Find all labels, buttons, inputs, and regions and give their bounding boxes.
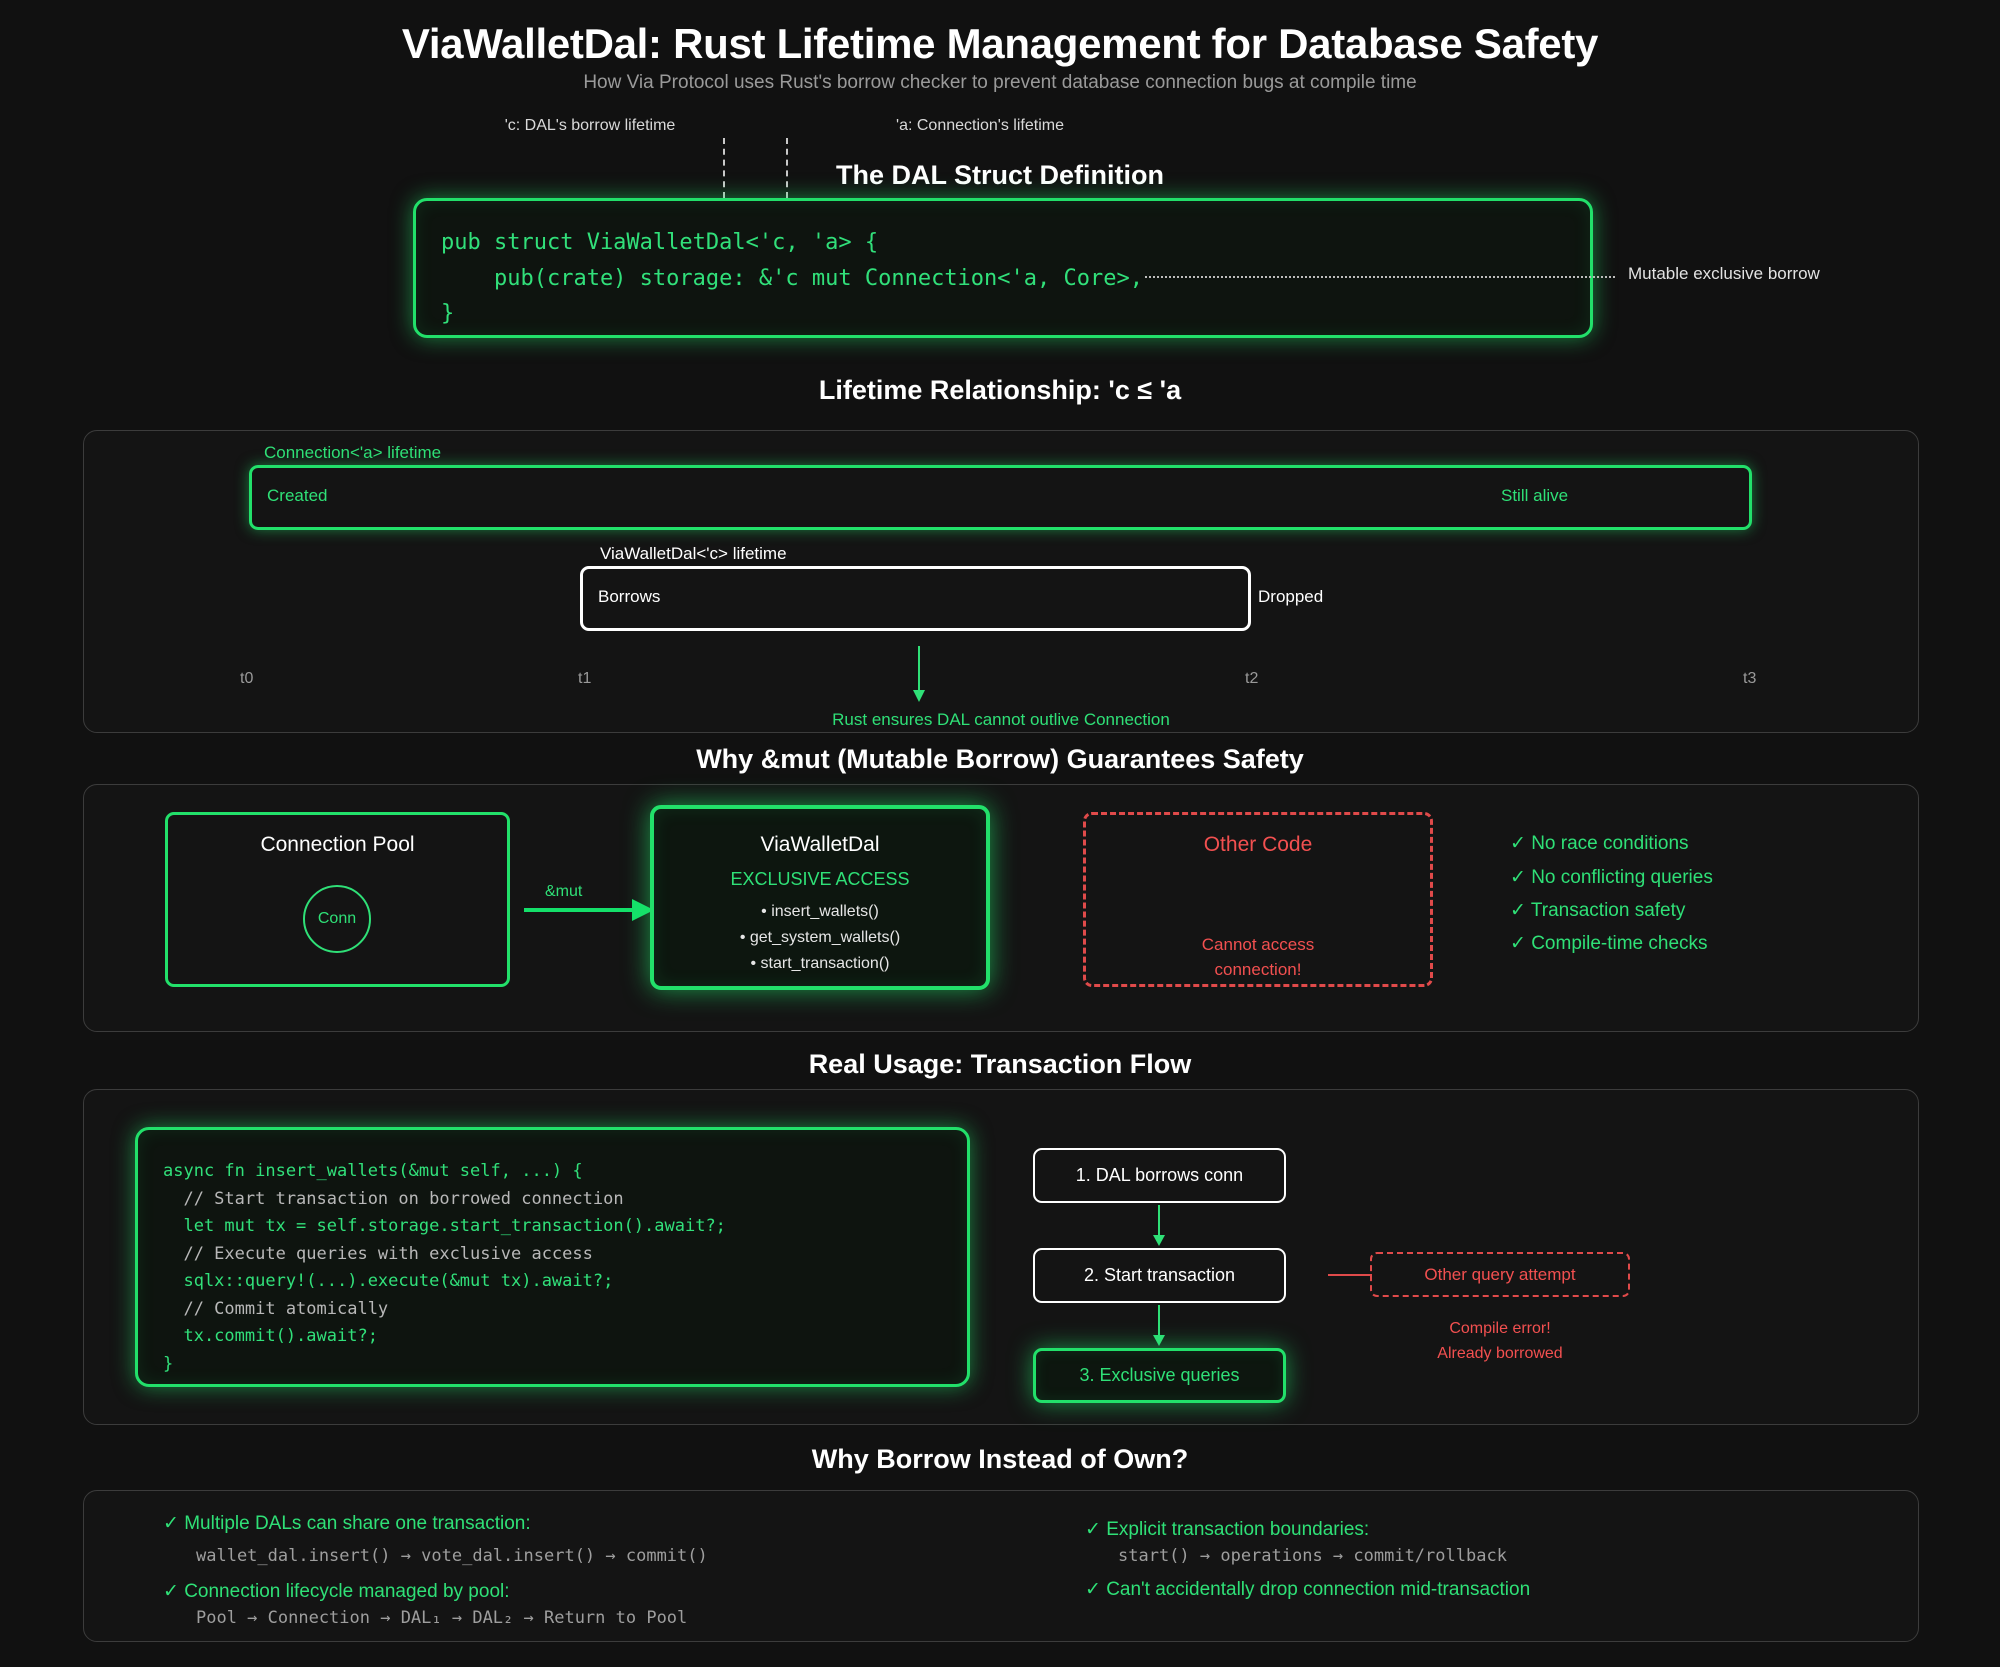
- code-comment: // Commit atomically: [163, 1298, 389, 1319]
- flow-step-2: 2. Start transaction: [1033, 1248, 1286, 1303]
- other-code-title: Other Code: [1203, 833, 1313, 856]
- flow-arrow-icon: [1153, 1205, 1165, 1246]
- benefit-item: ✓ No race conditions: [1510, 833, 1689, 854]
- other-code-message-line1: Cannot access: [1201, 935, 1315, 954]
- flow-arrow-icon: [1153, 1305, 1165, 1346]
- borrow-reason-title: ✓ Multiple DALs can share one transactio…: [163, 1513, 531, 1534]
- page-subtitle: How Via Protocol uses Rust's borrow chec…: [583, 72, 1417, 93]
- callout-a-lifetime: 'a: Connection's lifetime: [896, 117, 1064, 134]
- code-comment: // Start transaction on borrowed connect…: [163, 1188, 624, 1209]
- dal-method-item: • insert_wallets(): [761, 903, 879, 920]
- section-heading-why-mut: Why &mut (Mutable Borrow) Guarantees Saf…: [696, 744, 1304, 774]
- usage-code-block: async fn insert_wallets(&mut self, ...) …: [135, 1127, 970, 1387]
- flow-step-1: 1. DAL borrows conn: [1033, 1148, 1286, 1203]
- why-mut-panel: [83, 784, 1919, 1032]
- benefit-item: ✓ Compile-time checks: [1510, 933, 1708, 954]
- dal-method-item: • get_system_wallets(): [739, 929, 901, 946]
- dal-method-item: • start_transaction(): [750, 955, 890, 972]
- dal-lifetime-label: ViaWalletDal<'c> lifetime: [600, 544, 787, 563]
- page-title: ViaWalletDal: Rust Lifetime Management f…: [401, 20, 1599, 67]
- code-line: let mut tx = self.storage.start_transact…: [163, 1216, 726, 1237]
- section-heading-why-borrow: Why Borrow Instead of Own?: [811, 1444, 1189, 1474]
- borrow-reason-title: ✓ Explicit transaction boundaries:: [1085, 1519, 1370, 1540]
- section-heading-struct: The DAL Struct Definition: [836, 160, 1164, 190]
- mutable-borrow-annotation: Mutable exclusive borrow: [1628, 264, 1820, 283]
- other-code-box: [1083, 812, 1433, 987]
- timeline-tick-t2: t2: [1245, 670, 1259, 687]
- code-line: sqlx::query!(...).execute(&mut tx).await…: [163, 1271, 614, 1292]
- timeline-tick-t0: t0: [240, 670, 254, 687]
- borrow-reason-code: Pool → Connection → DAL₁ → DAL₂ → Return…: [196, 1608, 688, 1628]
- borrow-reason-title: ✓ Can't accidentally drop connection mid…: [1085, 1579, 1531, 1600]
- dashed-connector-a: [786, 138, 788, 198]
- lifetime-panel: [83, 430, 1919, 733]
- viawalletdal-box: [650, 805, 990, 990]
- viawalletdal-title: ViaWalletDal: [760, 833, 880, 856]
- struct-code-text: pub struct ViaWalletDal<'c, 'a> { pub(cr…: [441, 230, 1143, 327]
- dashed-connector-c: [723, 138, 725, 198]
- timeline-tick-t1: t1: [578, 670, 592, 687]
- other-query-attempt-box: Other query attempt: [1370, 1252, 1630, 1297]
- connection-pool-box: [165, 812, 510, 987]
- benefit-item: ✓ Transaction safety: [1510, 900, 1686, 921]
- section-heading-real-usage: Real Usage: Transaction Flow: [808, 1049, 1192, 1079]
- callout-c-lifetime: 'c: DAL's borrow lifetime: [504, 117, 676, 134]
- connection-lifetime-bar: [249, 465, 1752, 530]
- struct-code-block: pub struct ViaWalletDal<'c, 'a> { pub(cr…: [413, 198, 1593, 338]
- connection-start-label: Created: [267, 486, 328, 505]
- blocked-connector-icon: [1328, 1274, 1372, 1276]
- dal-end-label: Dropped: [1258, 587, 1324, 606]
- code-line: }: [163, 1353, 174, 1374]
- usage-code-text: async fn insert_wallets(&mut self, ...) …: [138, 1130, 967, 1378]
- exclusive-access-label: EXCLUSIVE ACCESS: [730, 869, 910, 889]
- borrow-reason-title: ✓ Connection lifecycle managed by pool:: [163, 1581, 510, 1602]
- code-line: async fn insert_wallets(&mut self, ...) …: [163, 1161, 583, 1181]
- code-line: tx.commit().await?;: [163, 1326, 378, 1347]
- benefit-item: ✓ No conflicting queries: [1510, 867, 1713, 888]
- code-comment: // Execute queries with exclusive access: [163, 1243, 593, 1264]
- conn-node-icon: Conn: [303, 885, 371, 953]
- mut-arrow-icon: [524, 899, 654, 921]
- dal-start-label: Borrows: [598, 587, 661, 606]
- compile-error-line1: Compile error!: [1449, 1320, 1551, 1337]
- mut-arrow-label: &mut: [545, 883, 583, 900]
- mutable-borrow-leader-line: [1145, 276, 1615, 278]
- connection-lifetime-label: Connection<'a> lifetime: [264, 443, 442, 462]
- section-heading-lifetime: Lifetime Relationship: 'c ≤ 'a: [818, 375, 1182, 405]
- dal-lifetime-bar: [580, 566, 1251, 631]
- timeline-tick-t3: t3: [1743, 670, 1757, 687]
- down-arrow-icon: [913, 646, 925, 702]
- other-code-message-line2: connection!: [1214, 960, 1302, 979]
- compile-error-line2: Already borrowed: [1437, 1345, 1563, 1362]
- borrow-reason-code: wallet_dal.insert() → vote_dal.insert() …: [196, 1546, 708, 1566]
- lifetime-note: Rust ensures DAL cannot outlive Connecti…: [832, 710, 1170, 729]
- connection-end-label: Still alive: [1501, 486, 1569, 505]
- why-borrow-panel: [83, 1490, 1919, 1642]
- borrow-reason-code: start() → operations → commit/rollback: [1118, 1546, 1507, 1566]
- connection-pool-title: Connection Pool: [260, 833, 415, 856]
- flow-step-3: 3. Exclusive queries: [1033, 1348, 1286, 1403]
